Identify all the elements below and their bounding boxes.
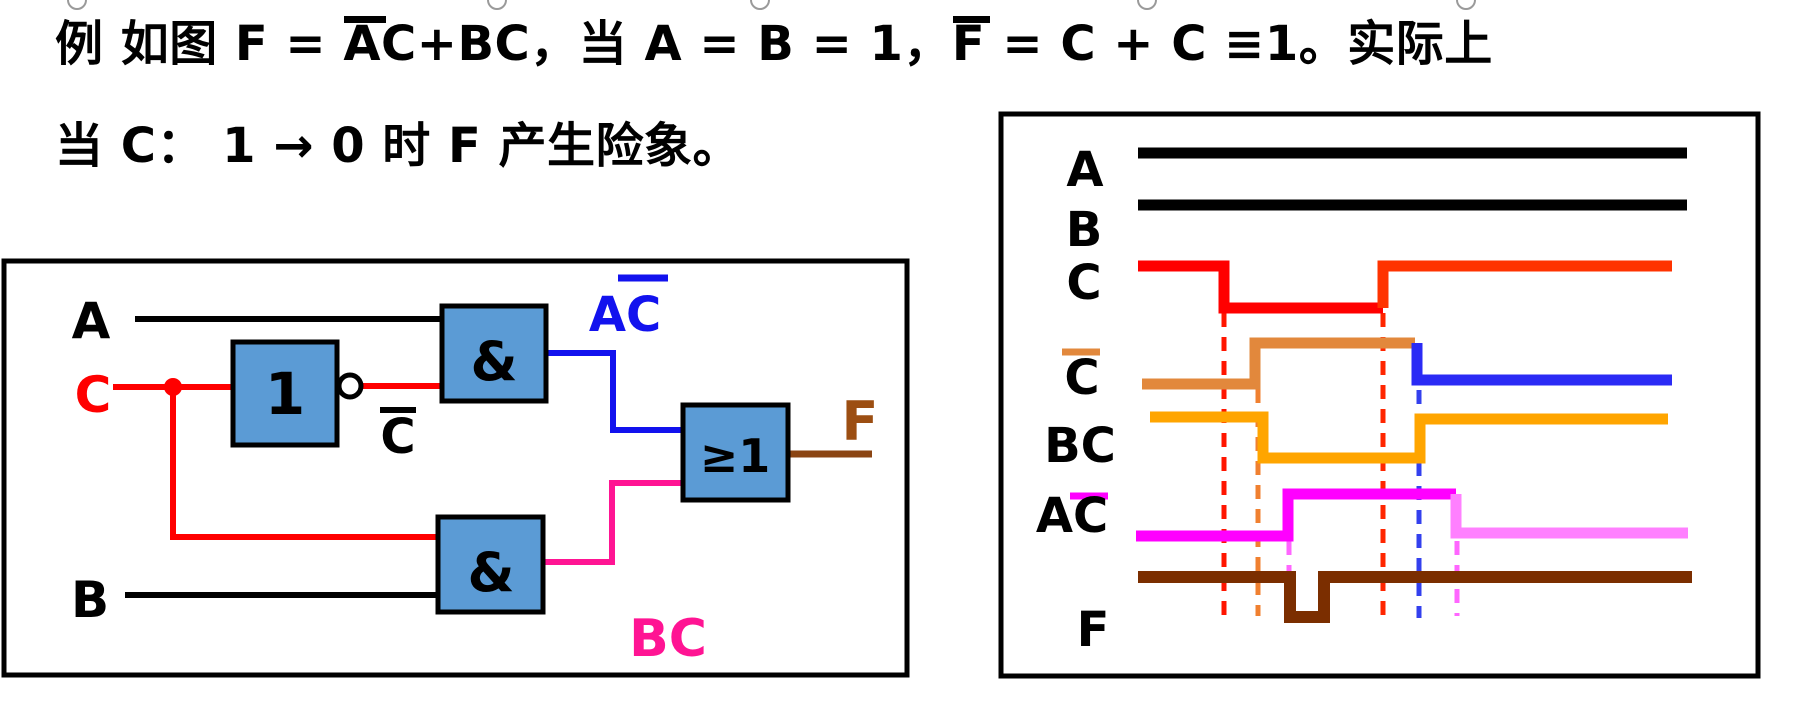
not-c-label: C: [380, 409, 415, 465]
headline-line1: 例 如图 F = AC+BC，当 A = B = 1，F = C + C ≡1。…: [55, 4, 1493, 74]
waveform-C: [1377, 260, 1672, 308]
timing-label-bc: BC: [1044, 418, 1116, 474]
timing-waveforms: [1136, 147, 1692, 623]
text-segment: = C + C ≡1。实际上: [985, 16, 1493, 72]
wire-c-branch: [170, 387, 438, 540]
inverter-bubble: [336, 372, 364, 400]
timing-diagram: A B C C BC AC F: [998, 111, 1761, 679]
ring-mark: [487, 0, 507, 10]
inverter-gate: [230, 339, 340, 448]
overlined-term: A: [343, 16, 386, 72]
and1-gate-label: &: [470, 330, 517, 393]
waveform-BC: [1150, 411, 1668, 464]
circuit-label-b: B: [71, 571, 109, 629]
overlined-term: F: [951, 16, 991, 72]
waveform-C-bar: [1142, 337, 1415, 390]
wire-and2-to-or: [543, 480, 683, 565]
ring-marks: [67, 0, 1476, 10]
waveform-AC-bar: [1450, 494, 1688, 539]
circuit-label-a: A: [72, 292, 111, 350]
ring-mark: [1137, 0, 1157, 10]
text-segment: C+BC，当 A = B = 1，: [381, 16, 952, 72]
ring-mark: [1456, 0, 1476, 10]
ring-mark: [67, 0, 87, 10]
ring-mark: [750, 0, 770, 10]
timing-label-cbar: C: [1064, 350, 1099, 406]
wire-and1-to-or: [546, 350, 683, 433]
ac-output-label: AC: [589, 287, 661, 343]
timing-label-b: B: [1066, 202, 1103, 258]
waveform-AC-bar: [1136, 488, 1456, 542]
and2-gate: [435, 514, 546, 615]
timing-label-f: F: [1077, 602, 1110, 658]
inverter-gate-label: 1: [265, 360, 305, 428]
waveform-C: [1138, 260, 1383, 314]
or-gate: [680, 402, 791, 503]
bc-output-label: BC: [629, 609, 707, 669]
or-gate-label: ≥1: [700, 429, 771, 483]
circuit-label-c: C: [75, 366, 112, 424]
headline-line2: 当 C： 1 → 0 时 F 产生险象。: [55, 118, 742, 174]
timing-frame: [998, 111, 1761, 679]
and2-gate-label: &: [467, 541, 514, 604]
logic-circuit: A C B 1 & & ≥1: [1, 258, 910, 678]
timing-label-a: A: [1066, 142, 1103, 198]
and1-gate: [439, 303, 549, 404]
waveform-F: [1138, 571, 1692, 623]
f-output-label: F: [842, 390, 879, 453]
waveform-C-bar: [1411, 343, 1672, 386]
circuit-frame: [1, 258, 910, 678]
timing-label-c: C: [1066, 255, 1101, 311]
timing-label-acbar: AC: [1036, 488, 1108, 544]
text-segment: 例 如图 F =: [55, 16, 344, 72]
